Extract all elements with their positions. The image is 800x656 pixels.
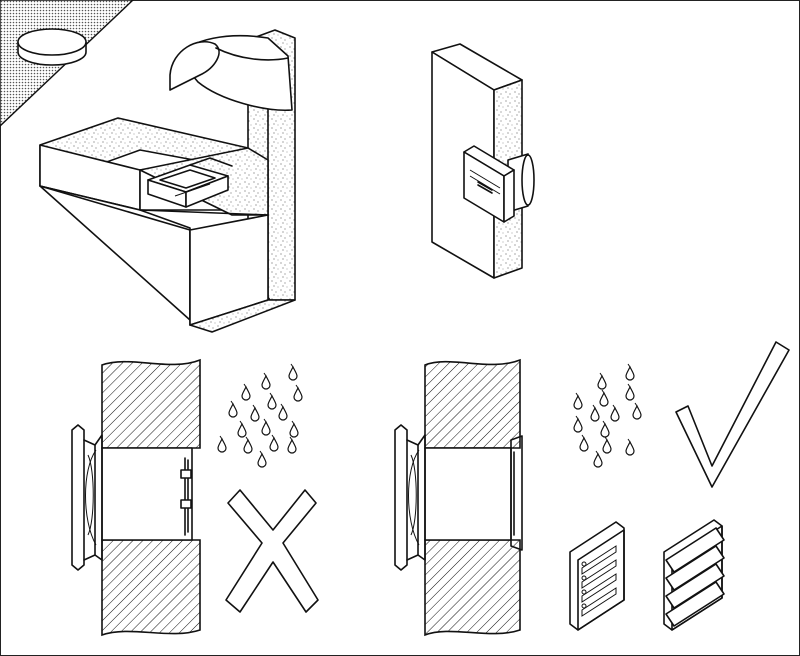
wall-section-lower: [424, 539, 521, 637]
fan-body: [424, 435, 523, 551]
check-mark-icon: [675, 341, 790, 488]
ceiling-fan-unit: [147, 157, 233, 208]
panel-wall-install: [431, 43, 535, 279]
panel-incorrect-wall-install: [71, 358, 319, 637]
ceiling-lamp-icon: [17, 28, 87, 66]
panel-correct-wall-install: [394, 341, 790, 637]
fan-front-cover: [394, 424, 426, 571]
cross-mark-icon: [225, 489, 319, 613]
wall-section-upper: [424, 358, 521, 449]
louvre-grille-icon: [569, 521, 625, 631]
wall-section-lower: [101, 539, 201, 637]
fan-front-cover: [71, 424, 103, 571]
gravity-shutter-icon: [663, 519, 725, 631]
fan-body: [101, 447, 193, 541]
water-drops-icon: [217, 363, 303, 468]
wall-fan-unit: [463, 145, 515, 223]
wall-section-upper: [101, 358, 201, 449]
water-drops-icon: [573, 363, 642, 468]
panel-ceiling-duct-install: [0, 0, 296, 333]
round-duct: [169, 35, 293, 112]
